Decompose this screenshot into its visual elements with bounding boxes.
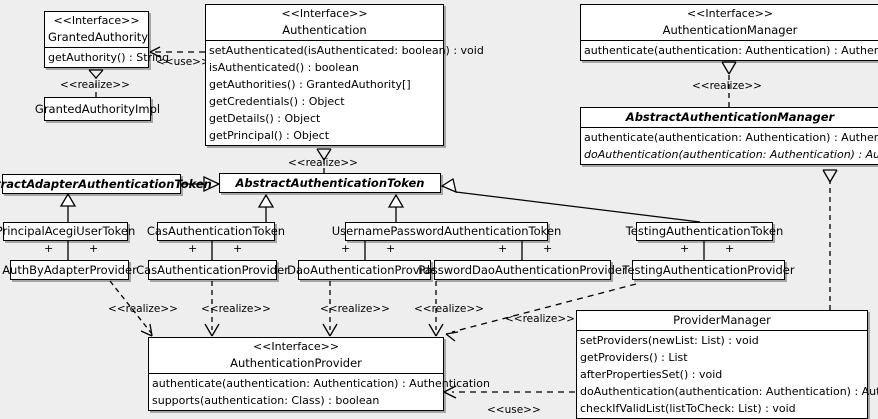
class-name: PrincipalAcegiUserToken <box>0 224 136 238</box>
class-members: authenticate(authentication: Authenticat… <box>581 127 878 164</box>
assoc-plus-marker: + <box>543 242 553 255</box>
edge-label-use-provider-manager: <<use>> <box>487 404 541 416</box>
class-member: supports(authentication: Class) : boolea… <box>152 394 380 407</box>
class-member: afterPropertiesSet() : void <box>580 368 723 381</box>
class-member: authenticate(authentication: Authenticat… <box>584 44 878 57</box>
class-member: getDetails() : Object <box>209 112 321 125</box>
class-members: authenticate(authentication: Authenticat… <box>581 40 878 60</box>
assoc-plus-marker: + <box>233 242 243 255</box>
edge-label-realize-authentication-token: <<realize>> <box>288 157 358 169</box>
assoc-plus-marker: + <box>498 242 508 255</box>
class-name: ProviderManager <box>673 313 771 327</box>
edge-label-realize-provider-manager: <<realize>> <box>505 313 575 325</box>
class-header: <<Interface>> AuthenticationManager <box>581 5 878 40</box>
class-name: GrantedAuthorityImpl <box>34 101 161 116</box>
class-name: AuthenticationManager <box>662 23 798 37</box>
class-granted-authority[interactable]: <<Interface>> GrantedAuthority getAuthor… <box>44 11 170 68</box>
class-name: Authentication <box>282 23 367 37</box>
class-password-dao-authentication-provider[interactable]: PasswordDaoAuthenticationProvider <box>418 260 627 280</box>
class-granted-authority-impl[interactable]: GrantedAuthorityImpl <box>35 97 160 121</box>
class-member: checkIfValidList(listToCheck: List) : vo… <box>580 402 796 415</box>
class-member: setProviders(newList: List) : void <box>580 334 759 347</box>
class-member: setAuthenticated(isAuthenticated: boolea… <box>209 44 484 57</box>
class-principal-acegi-user-token[interactable]: PrincipalAcegiUserToken <box>0 222 135 241</box>
class-member: getCredentials() : Object <box>209 95 345 108</box>
class-member: authenticate(authentication: Authenticat… <box>584 131 878 144</box>
edge-label-realize-granted-authority-impl: <<realize>> <box>60 79 130 91</box>
class-member: doAuthentication(authentication: Authent… <box>580 385 878 398</box>
class-authentication[interactable]: <<Interface>> Authentication setAuthenti… <box>205 4 484 146</box>
class-member: authenticate(authentication: Authenticat… <box>152 377 490 390</box>
edge-label-use-granted-authority: <<use>> <box>156 56 210 68</box>
edge-label-realize-password-dao-provider: <<realize>> <box>414 303 484 315</box>
class-name: GrantedAuthority <box>48 30 149 44</box>
stereotype-label: <<Interface>> <box>53 14 140 27</box>
stereotype-label: <<Interface>> <box>252 340 340 353</box>
class-name: PasswordDaoAuthenticationProvider <box>418 262 627 277</box>
class-testing-authentication-provider[interactable]: TestingAuthenticationProvider <box>622 260 795 280</box>
class-cas-authentication-token[interactable]: CasAuthenticationToken <box>147 222 285 241</box>
edge-label-realize-dao-provider: <<realize>> <box>320 303 390 315</box>
class-name: AuthByAdapterProvider <box>2 262 137 277</box>
class-member: doAuthentication(authentication: Authent… <box>584 148 878 161</box>
class-member: getPrincipal() : Object <box>209 129 330 142</box>
class-name: TestingAuthenticationProvider <box>622 262 795 277</box>
class-auth-by-adapter-provider[interactable]: AuthByAdapterProvider <box>2 260 137 280</box>
class-abstract-authentication-manager[interactable]: AbstractAuthenticationManager authentica… <box>580 107 878 165</box>
class-username-password-authentication-token[interactable]: UsernamePasswordAuthenticationToken <box>332 222 561 241</box>
class-abstract-adapter-authentication-token[interactable]: AbstractAdapterAuthenticationToken <box>0 174 212 194</box>
assoc-plus-marker: + <box>680 242 690 255</box>
class-authentication-manager[interactable]: <<Interface>> AuthenticationManager auth… <box>580 4 878 61</box>
class-name: CasAuthenticationProvider <box>136 262 289 277</box>
class-members: getAuthority() : String <box>45 47 170 67</box>
class-name: AbstractAuthenticationManager <box>625 110 835 124</box>
assoc-plus-marker: + <box>188 242 198 255</box>
class-member: getAuthorities() : GrantedAuthority[] <box>209 78 411 91</box>
assoc-plus-marker: + <box>386 242 396 255</box>
class-header: ProviderManager <box>577 311 867 330</box>
class-members: setProviders(newList: List) : void getPr… <box>577 330 878 418</box>
class-name: AbstractAuthenticationToken <box>235 175 425 190</box>
edge-label-realize-abstract-auth-manager: <<realize>> <box>692 80 762 92</box>
class-provider-manager[interactable]: ProviderManager setProviders(newList: Li… <box>576 310 878 419</box>
class-dao-authentication-provider[interactable]: DaoAuthenticationProvider <box>287 260 442 280</box>
edge-label-realize-cas-provider: <<realize>> <box>201 303 271 315</box>
class-members: authenticate(authentication: Authenticat… <box>149 373 490 410</box>
stereotype-label: <<Interface>> <box>686 7 774 20</box>
class-header: <<Interface>> GrantedAuthority <box>45 12 148 47</box>
class-name: TestingAuthenticationToken <box>625 224 784 238</box>
class-name: CasAuthenticationToken <box>146 224 286 238</box>
class-authentication-provider[interactable]: <<Interface>> AuthenticationProvider aut… <box>148 337 490 411</box>
class-header: <<Interface>> AuthenticationProvider <box>149 338 443 373</box>
class-name: UsernamePasswordAuthenticationToken <box>331 224 562 238</box>
stereotype-label: <<Interface>> <box>281 7 368 20</box>
class-name: AuthenticationProvider <box>230 356 362 370</box>
assoc-plus-marker: + <box>341 242 351 255</box>
class-testing-authentication-token[interactable]: TestingAuthenticationToken <box>626 222 783 241</box>
assoc-plus-marker: + <box>44 242 54 255</box>
class-name: DaoAuthenticationProvider <box>287 262 442 277</box>
edge-label-realize-auth-by-adapter: <<realize>> <box>108 303 178 315</box>
class-member: getProviders() : List <box>580 351 688 364</box>
class-header: AbstractAuthenticationManager <box>581 108 878 127</box>
class-name: AbstractAdapterAuthenticationToken <box>0 176 212 191</box>
class-members: setAuthenticated(isAuthenticated: boolea… <box>206 40 484 145</box>
assoc-plus-marker: + <box>725 242 735 255</box>
class-member: getAuthority() : String <box>48 51 170 64</box>
class-header: <<Interface>> Authentication <box>206 5 443 40</box>
class-cas-authentication-provider[interactable]: CasAuthenticationProvider <box>136 260 289 280</box>
assoc-plus-marker: + <box>89 242 99 255</box>
class-abstract-authentication-token[interactable]: AbstractAuthenticationToken <box>219 173 441 193</box>
class-member: isAuthenticated() : boolean <box>209 61 359 74</box>
